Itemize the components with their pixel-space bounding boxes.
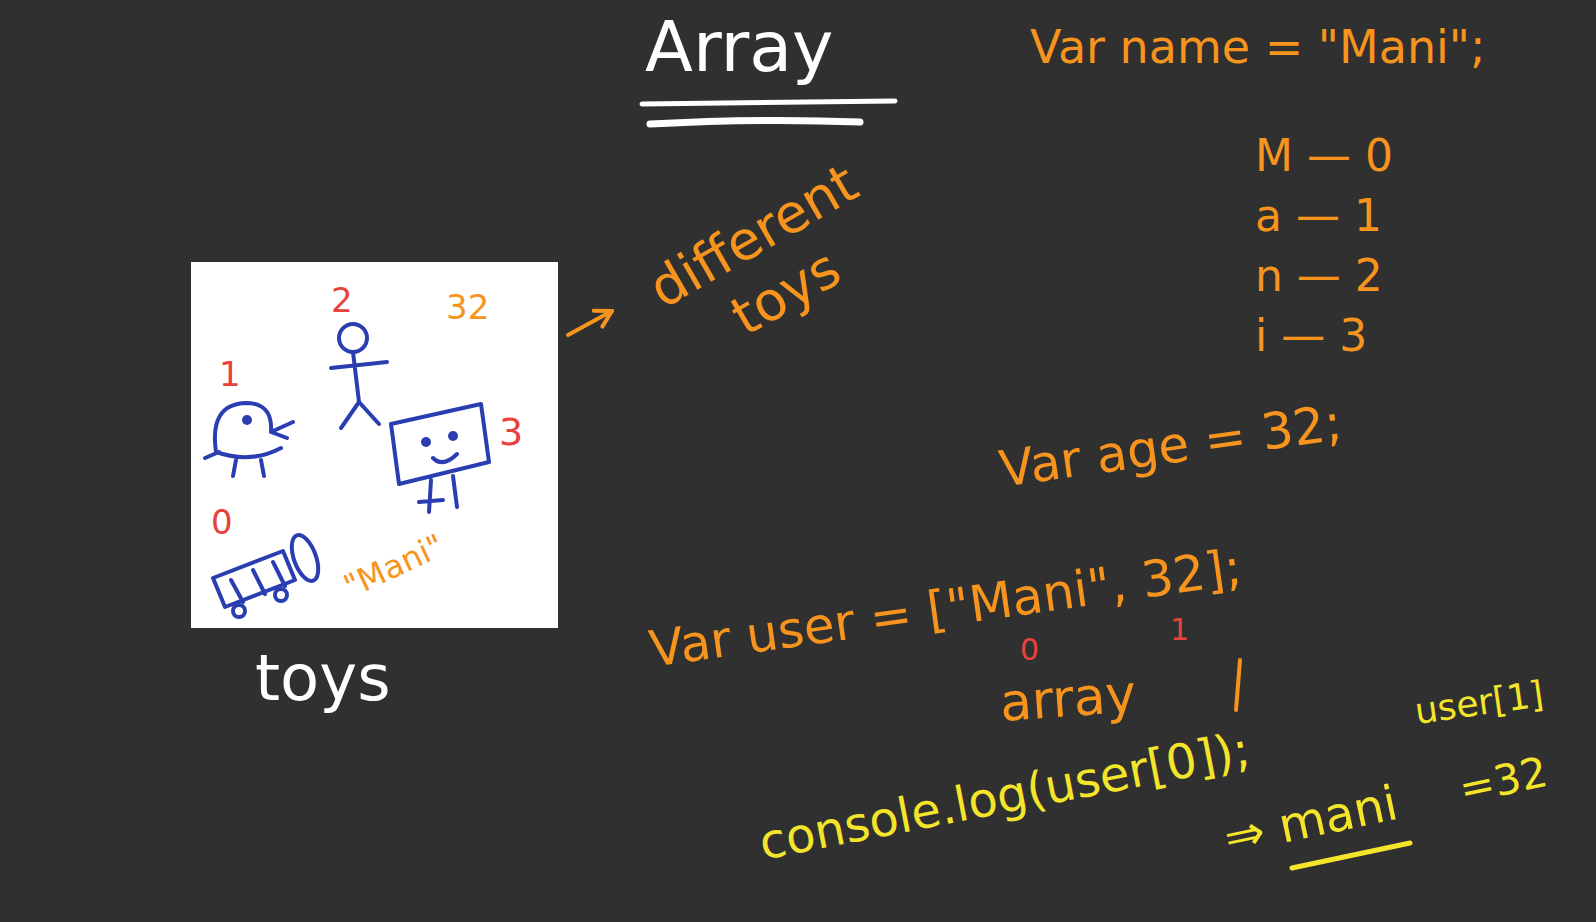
truck-wheel [233, 605, 245, 617]
index-row: n — 2 [1255, 250, 1383, 303]
index-number: 0 [1020, 632, 1039, 668]
stick-figure [331, 352, 387, 428]
robot-eye [423, 439, 429, 445]
pointer-arrow [568, 311, 612, 335]
index-number: 3 [499, 410, 523, 456]
box-heading: toys [255, 640, 390, 717]
title-underline [650, 120, 860, 124]
truck-toy [213, 551, 295, 607]
duck-eye [244, 417, 250, 423]
value-text: "Mani" [338, 526, 450, 606]
output-text: =32 [1455, 747, 1552, 815]
code-line: Var age = 32; [996, 392, 1346, 499]
index-row: a — 1 [1255, 190, 1382, 243]
title-underline [642, 101, 895, 104]
robot-eye [450, 433, 456, 439]
index-row: i — 3 [1255, 310, 1367, 363]
index-row: M — 0 [1255, 130, 1393, 183]
truck-light [286, 532, 323, 585]
index-number: 0 [211, 502, 233, 543]
pointer-line [1236, 660, 1240, 710]
index-number: 2 [331, 280, 353, 321]
note-text: different toys [625, 144, 915, 386]
code-line: user[1] [1412, 672, 1546, 733]
toy-box: toys232130"Mani" [191, 262, 558, 628]
code-line: console.log(user[0]); [755, 720, 1255, 872]
truck-wheel [275, 589, 287, 601]
title: Array [645, 5, 834, 89]
code-line: Var name = "Mani"; [1030, 20, 1486, 75]
stick-figure [339, 324, 367, 352]
index-number: 1 [219, 354, 241, 395]
note-text: array [998, 663, 1138, 735]
output-text: ⇒ mani [1219, 774, 1403, 867]
code-line: Var user = ["Mani", 32]; [646, 537, 1245, 679]
value-text: 32 [446, 287, 489, 328]
index-number: 1 [1170, 612, 1189, 648]
robot-toy [391, 404, 489, 512]
arrow-head [594, 311, 612, 327]
duck-toy [205, 403, 293, 476]
